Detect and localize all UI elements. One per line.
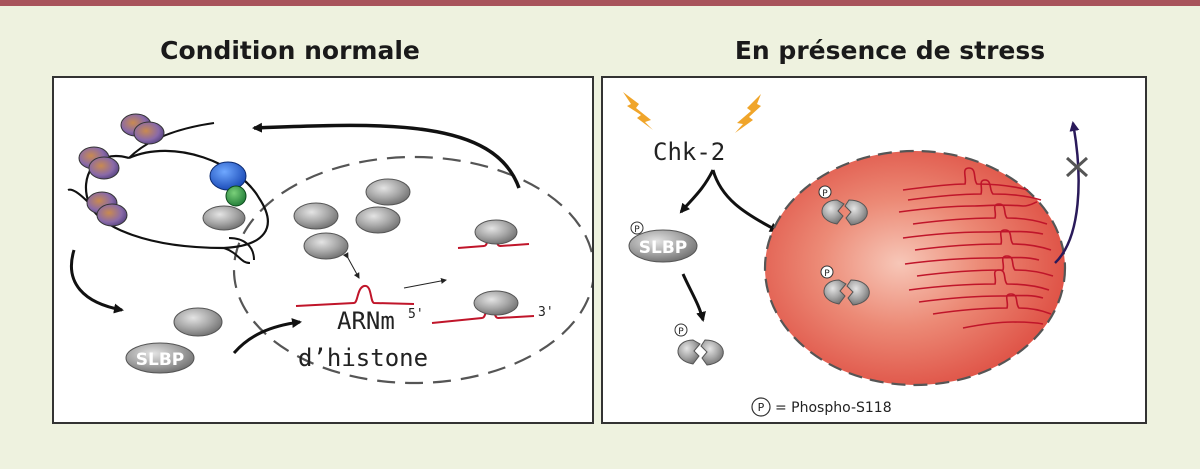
blue-protein — [209, 161, 247, 191]
degraded-slbp — [677, 339, 724, 366]
chk2-to-slbp-arrow — [679, 169, 715, 214]
green-protein — [225, 185, 247, 207]
three-prime-label: 3' — [538, 305, 554, 320]
stress-lightning-right-icon — [735, 94, 761, 133]
phospho-marker-slbp — [630, 221, 644, 235]
slbp-label-stress: SLBP — [639, 238, 688, 258]
phospho-symbol-nuclear-1: P — [822, 189, 828, 199]
degraded-slbp-nuclear-2 — [823, 279, 870, 306]
legend-text: = Phospho-S118 — [775, 400, 892, 416]
legend-phospho-symbol: P — [758, 401, 765, 414]
return-arrow — [252, 122, 521, 189]
slbp-to-mrna-arrow — [232, 318, 302, 354]
phospho-marker-degraded — [674, 323, 688, 337]
phospho-symbol-degraded: P — [678, 327, 684, 337]
block-cross-icon — [1065, 156, 1089, 178]
stressed-nucleus — [763, 149, 1067, 387]
binding-arrow — [403, 277, 447, 289]
phospho-slbp-protein — [628, 229, 698, 263]
degraded-slbp-nuclear-1 — [821, 199, 868, 226]
bound-protein-2 — [473, 290, 519, 316]
nuclear-protein-3 — [355, 206, 401, 234]
bound-protein-1 — [474, 219, 518, 245]
nucleosome-top — [120, 113, 165, 145]
histone-label: d’histone — [298, 344, 428, 372]
histone-mrna-strand — [295, 284, 415, 307]
slbp-label: SLBP — [136, 350, 185, 370]
blocked-export-arrow — [1054, 121, 1080, 264]
right-panel-title: En présence de stress — [734, 36, 1046, 65]
phospho-symbol-nuclear-2: P — [824, 269, 830, 279]
normal-condition-diagram: SLBP ARNm 5' d’histone 3' — [67, 113, 596, 385]
chk2-to-nucleus-arrow — [711, 169, 780, 233]
nucleosome-bottom — [86, 191, 128, 227]
nuclear-protein-2 — [293, 202, 339, 230]
normal-condition-panel: SLBP ARNm 5' d’histone 3' — [52, 76, 596, 424]
legend-phospho-icon — [751, 397, 771, 417]
nuclear-protein-4 — [303, 232, 349, 260]
phospho-marker-nuclear-1 — [818, 185, 832, 199]
five-prime-label: 5' — [408, 307, 424, 322]
stress-condition-diagram: Chk-2 P SLBP P P P — [623, 92, 1089, 417]
stress-condition-panel: Chk-2 P SLBP P P P — [601, 76, 1147, 424]
slbp-degradation-arrow — [681, 273, 706, 322]
nucleosome-left — [78, 146, 120, 180]
stress-lightning-left-icon — [623, 92, 653, 130]
binding-double-arrow — [342, 252, 360, 279]
gray-protein-complex — [202, 205, 246, 231]
loop-to-slbp-arrow — [69, 249, 124, 314]
phospho-marker-nuclear-2 — [820, 265, 834, 279]
chk2-label: Chk-2 — [653, 138, 725, 166]
free-protein — [173, 307, 223, 337]
left-panel-title: Condition normale — [160, 36, 420, 65]
accumulated-histone-mrnas — [898, 167, 1054, 329]
nuclear-protein-1 — [365, 178, 411, 206]
slbp-protein — [125, 342, 195, 374]
phospho-symbol-slbp: P — [634, 225, 640, 235]
top-accent-bar — [0, 0, 1200, 6]
mrna-label: ARNm — [337, 307, 395, 335]
